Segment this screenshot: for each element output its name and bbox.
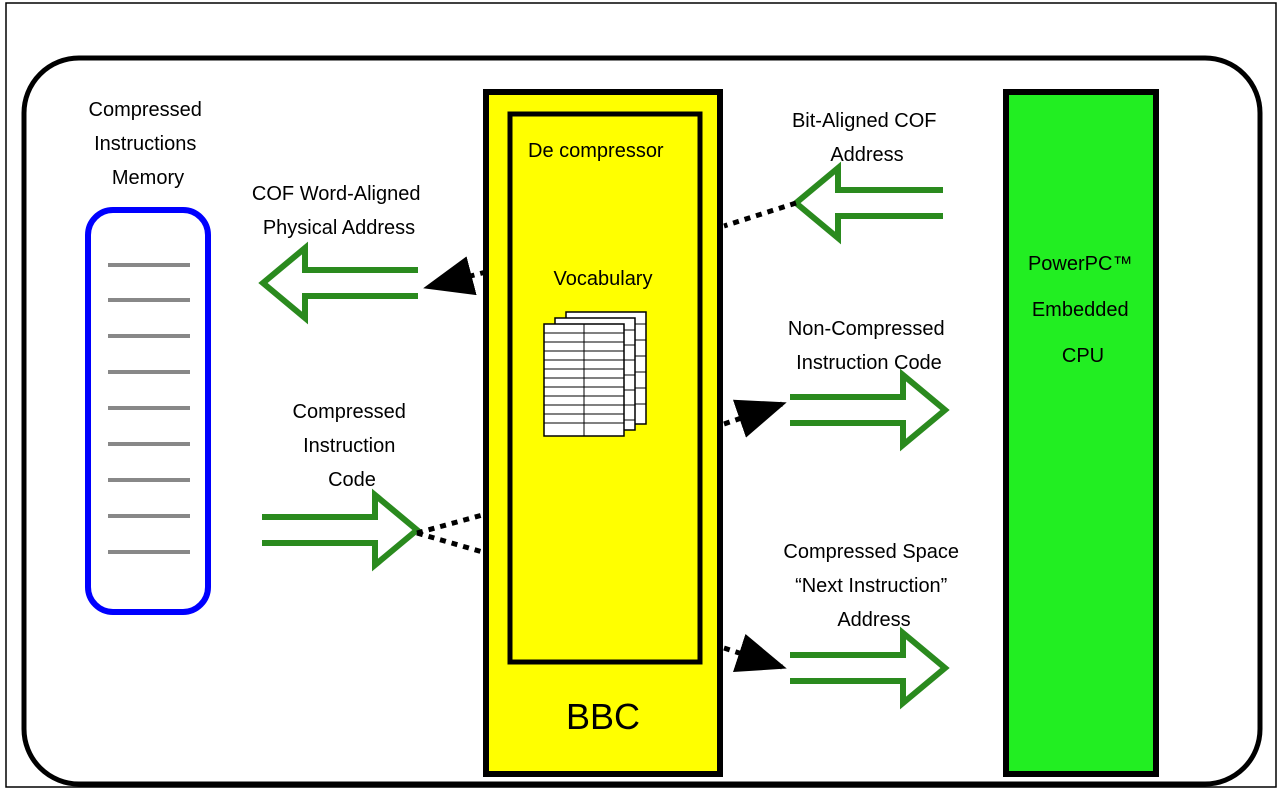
vocabulary-label: Vocabulary: [554, 268, 653, 290]
data-arrows: [258, 161, 950, 710]
system-boundary: [21, 55, 1263, 787]
cof-physical-address-arrow: [258, 241, 418, 325]
memory-block: [85, 207, 211, 615]
connector-bit-aligned: [723, 200, 797, 229]
connector-compressed-code-bottom: [416, 530, 487, 556]
cof-word-aligned-label: COF Word-Aligned Physical Address: [252, 183, 426, 239]
page-frame: [5, 2, 1277, 788]
cpu-block: [1003, 89, 1159, 777]
memory-body: [85, 207, 211, 615]
connector-non-compressed: [723, 399, 787, 438]
memory-label: Compressed Instructions Memory: [89, 99, 208, 189]
bit-aligned-label: Bit-Aligned COF Address: [792, 110, 942, 166]
next-instruction-address-arrow: [790, 626, 950, 710]
cpu-label: PowerPC™ Embedded CPU: [1028, 253, 1138, 367]
compressed-code-label: Compressed Instruction Code: [293, 401, 412, 491]
next-instruction-label: Compressed Space “Next Instruction” Addr…: [783, 541, 964, 631]
non-compressed-label: Non-Compressed Instruction Code: [788, 318, 950, 374]
decompressor-block: [507, 111, 703, 665]
bit-aligned-address-arrow: [791, 161, 943, 245]
connector-physical-address: [423, 256, 487, 296]
bbc-label: BBC: [566, 696, 640, 737]
connector-next-instruction: [723, 633, 787, 672]
decompressor-label: De compressor: [528, 140, 664, 162]
non-compressed-code-arrow: [790, 368, 950, 452]
compressed-code-arrow: [262, 488, 422, 572]
table-rows: [544, 323, 646, 436]
connector-compressed-code-top: [416, 511, 487, 536]
dotted-connectors: [416, 200, 797, 672]
vocabulary-table-icon: [543, 311, 647, 437]
memory-lines: [108, 263, 190, 554]
